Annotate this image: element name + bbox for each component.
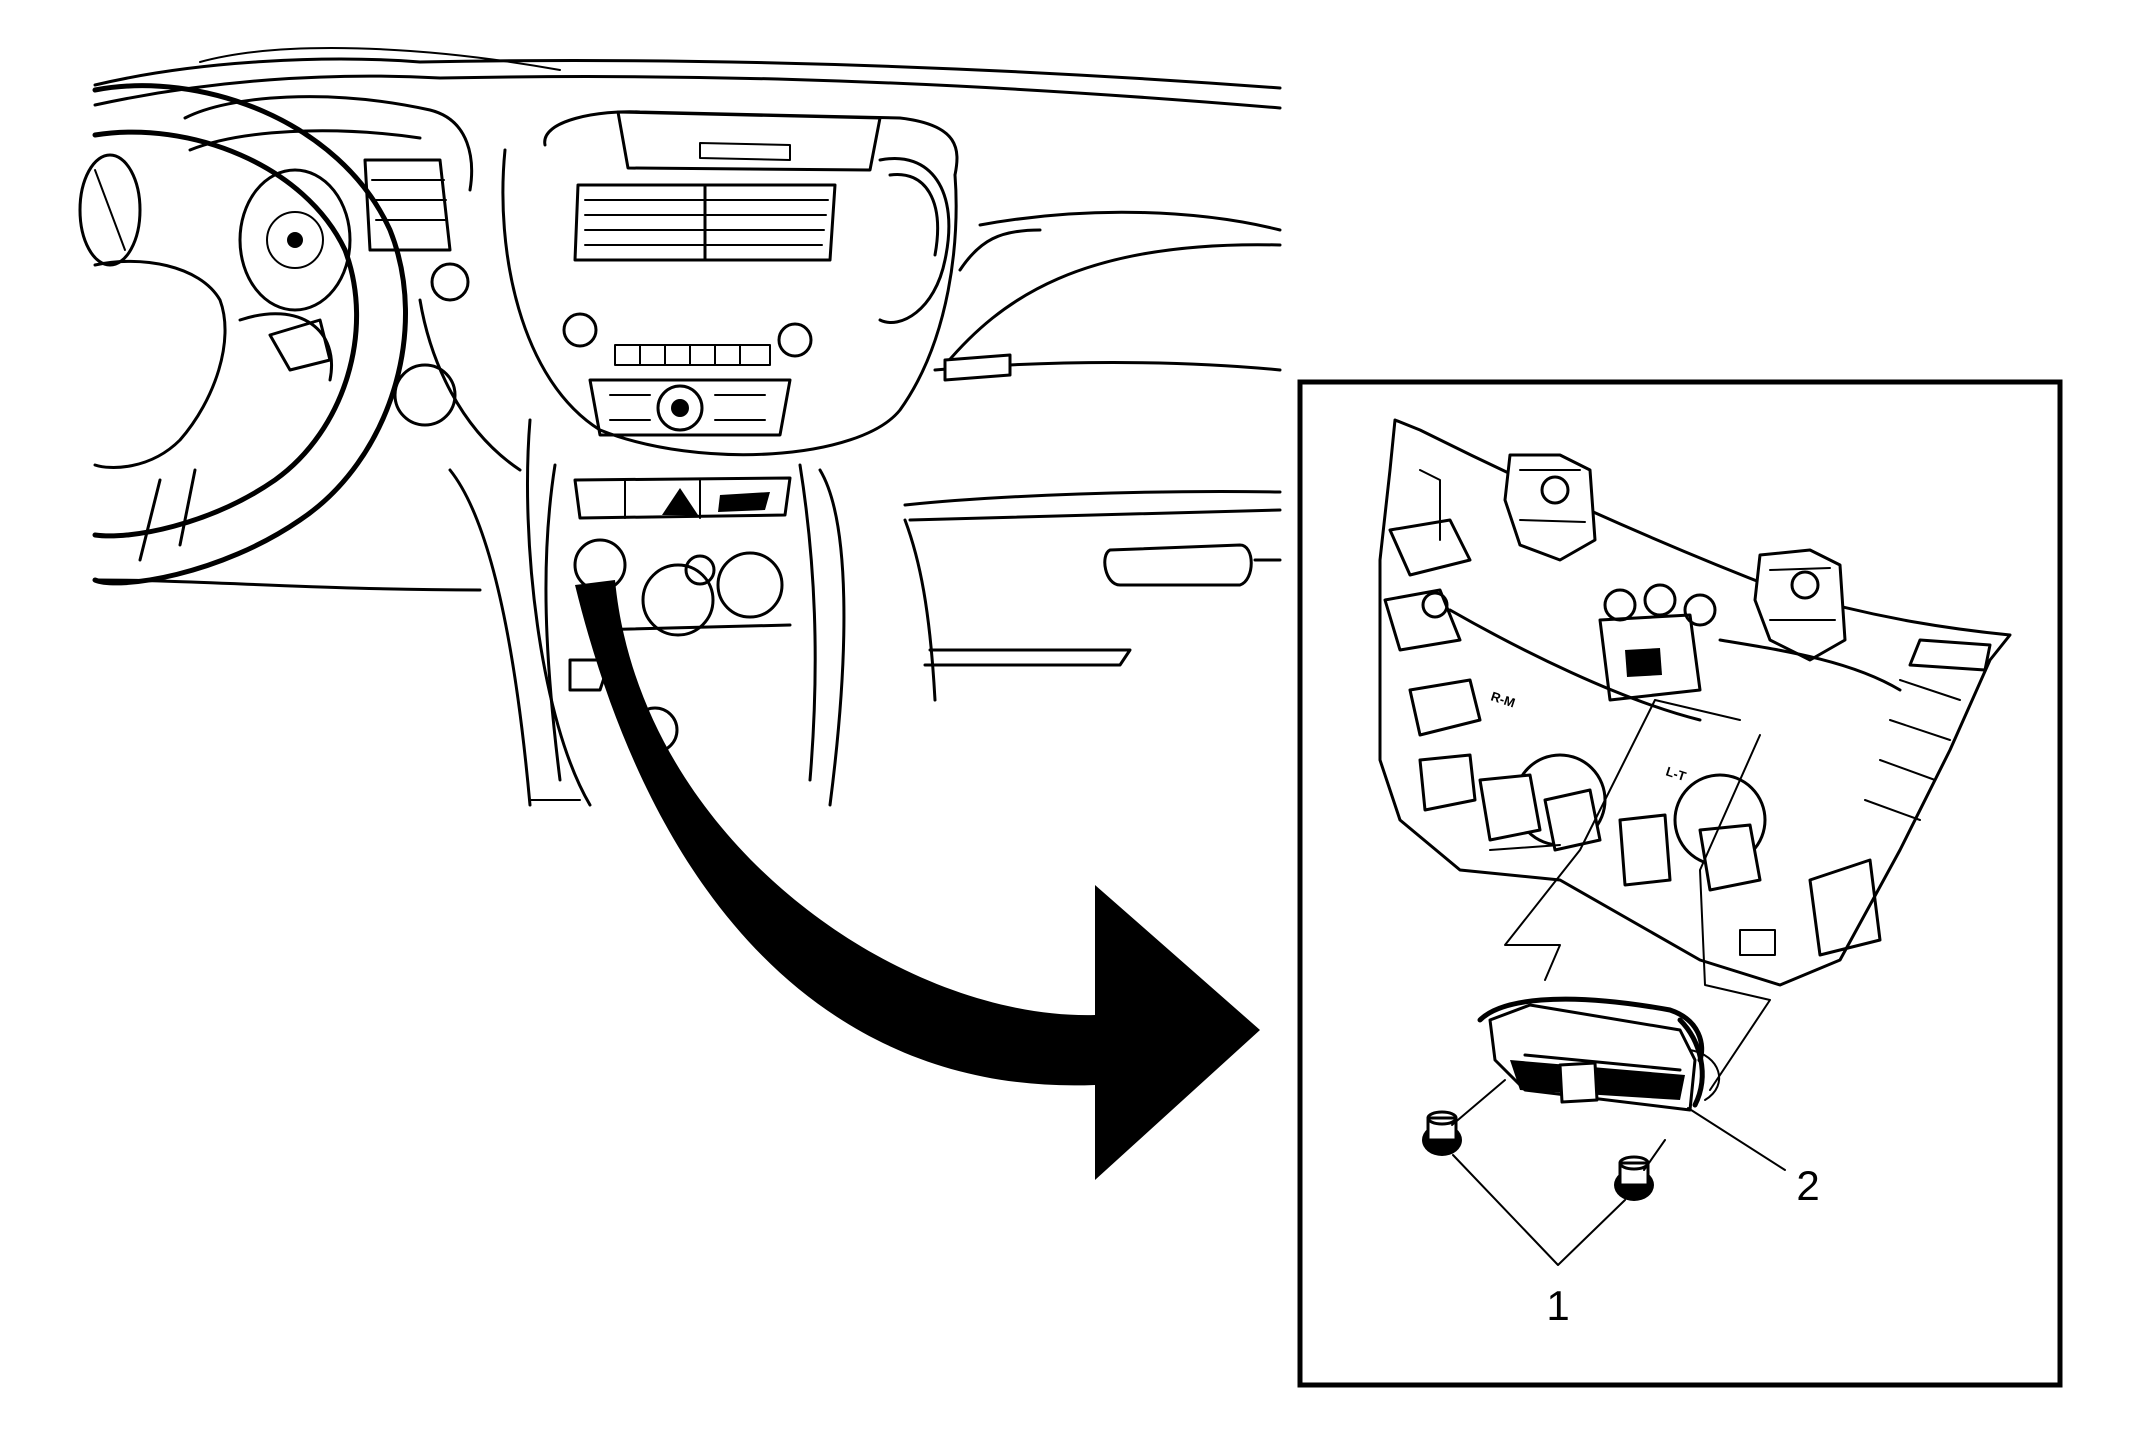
curved-arrow [575,580,1260,1180]
hvac-control-module: R-M L-T [1378,418,2012,987]
detail-inset: R-M L-T [1297,379,2063,1388]
screw-right [1614,1155,1654,1201]
exploded-guide-lines [1504,699,1771,1091]
screw-left [1422,1110,1462,1156]
callout-2: 2 [1796,1162,1819,1209]
part-marking-r-m: R-M [1489,689,1517,711]
part-marking-l-t: L-T [1664,764,1688,785]
callout-1: 1 [1546,1282,1569,1329]
steering-wheel [92,83,409,586]
leader-line-1 [1452,1154,1626,1266]
leader-line-2 [1687,1107,1786,1171]
dashboard-overview [78,47,1282,807]
removed-component [1477,996,1721,1112]
